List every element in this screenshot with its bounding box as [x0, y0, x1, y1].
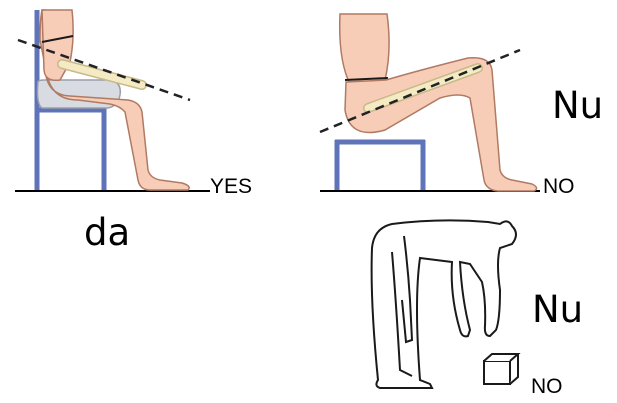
verdict-label: YES [210, 175, 252, 198]
caption-label: da [84, 211, 130, 254]
panel-bending-to-lift: Nu NO [372, 220, 584, 398]
verdict-label: NO [543, 175, 575, 198]
verdict-label: NO [531, 375, 563, 398]
caption-label: Nu [552, 84, 603, 127]
box-icon [484, 354, 518, 384]
caption-label: Nu [532, 288, 583, 331]
panel-correct-sitting: YES [15, 10, 252, 198]
low-stool [335, 140, 425, 190]
panel-low-stool-sitting: Nu NO [320, 14, 603, 198]
torso [340, 14, 389, 84]
